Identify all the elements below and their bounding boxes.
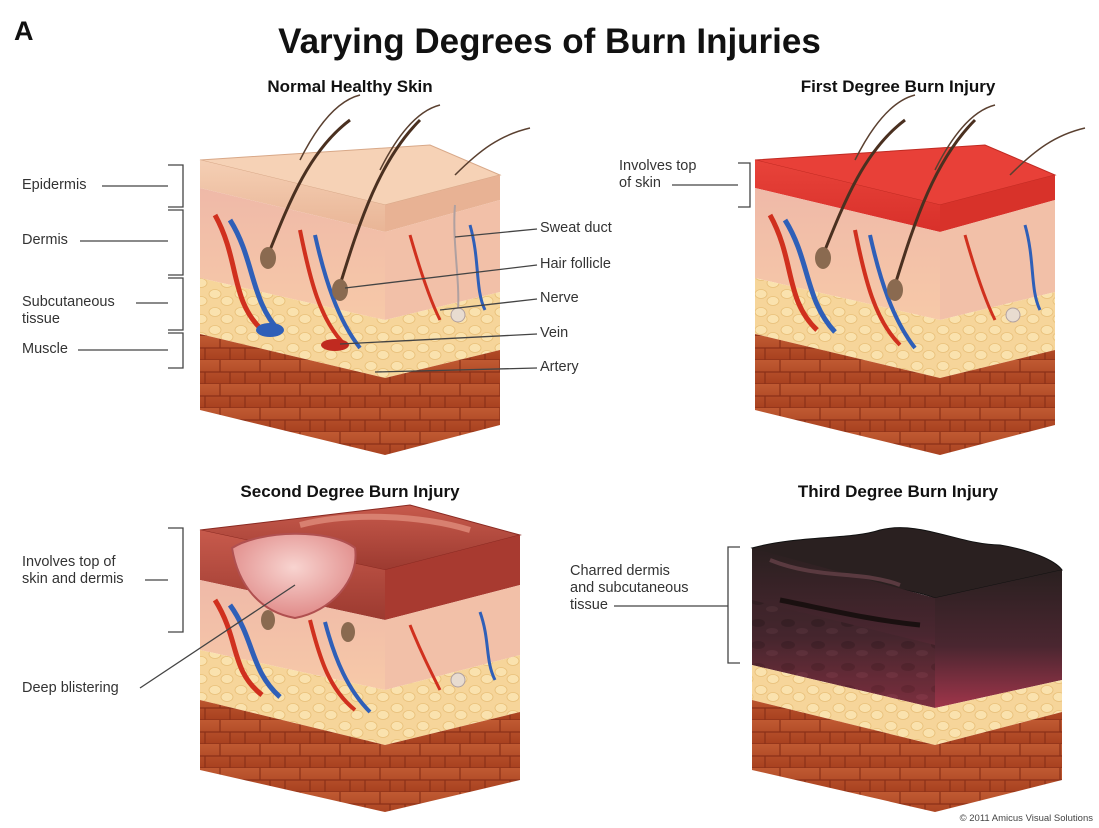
first-degree-note: Involves top of skin	[619, 158, 696, 192]
second-degree-title: Second Degree Burn Injury	[200, 482, 500, 502]
third-degree-title: Third Degree Burn Injury	[748, 482, 1048, 502]
label-sweat-duct: Sweat duct	[540, 220, 612, 237]
label-dermis: Dermis	[22, 232, 68, 249]
third-degree-note: Charred dermis and subcutaneous tissue	[570, 563, 689, 614]
normal-skin-block	[200, 95, 530, 455]
diagram-title: Varying Degrees of Burn Injuries	[0, 22, 1099, 62]
label-vein: Vein	[540, 325, 568, 342]
normal-skin-title: Normal Healthy Skin	[200, 77, 500, 97]
label-artery: Artery	[540, 359, 579, 376]
label-nerve: Nerve	[540, 290, 579, 307]
copyright-text: © 2011 Amicus Visual Solutions	[960, 813, 1093, 824]
first-degree-title: First Degree Burn Injury	[748, 77, 1048, 97]
label-muscle: Muscle	[22, 341, 68, 358]
label-subcutaneous-tissue: Subcutaneous tissue	[22, 294, 115, 328]
label-deep-blistering: Deep blistering	[22, 680, 119, 697]
second-degree-block	[200, 505, 520, 812]
first-degree-block	[755, 95, 1085, 455]
label-epidermis: Epidermis	[22, 177, 86, 194]
label-hair-follicle: Hair follicle	[540, 256, 611, 273]
second-degree-note: Involves top of skin and dermis	[22, 554, 124, 588]
third-degree-block	[752, 528, 1062, 812]
